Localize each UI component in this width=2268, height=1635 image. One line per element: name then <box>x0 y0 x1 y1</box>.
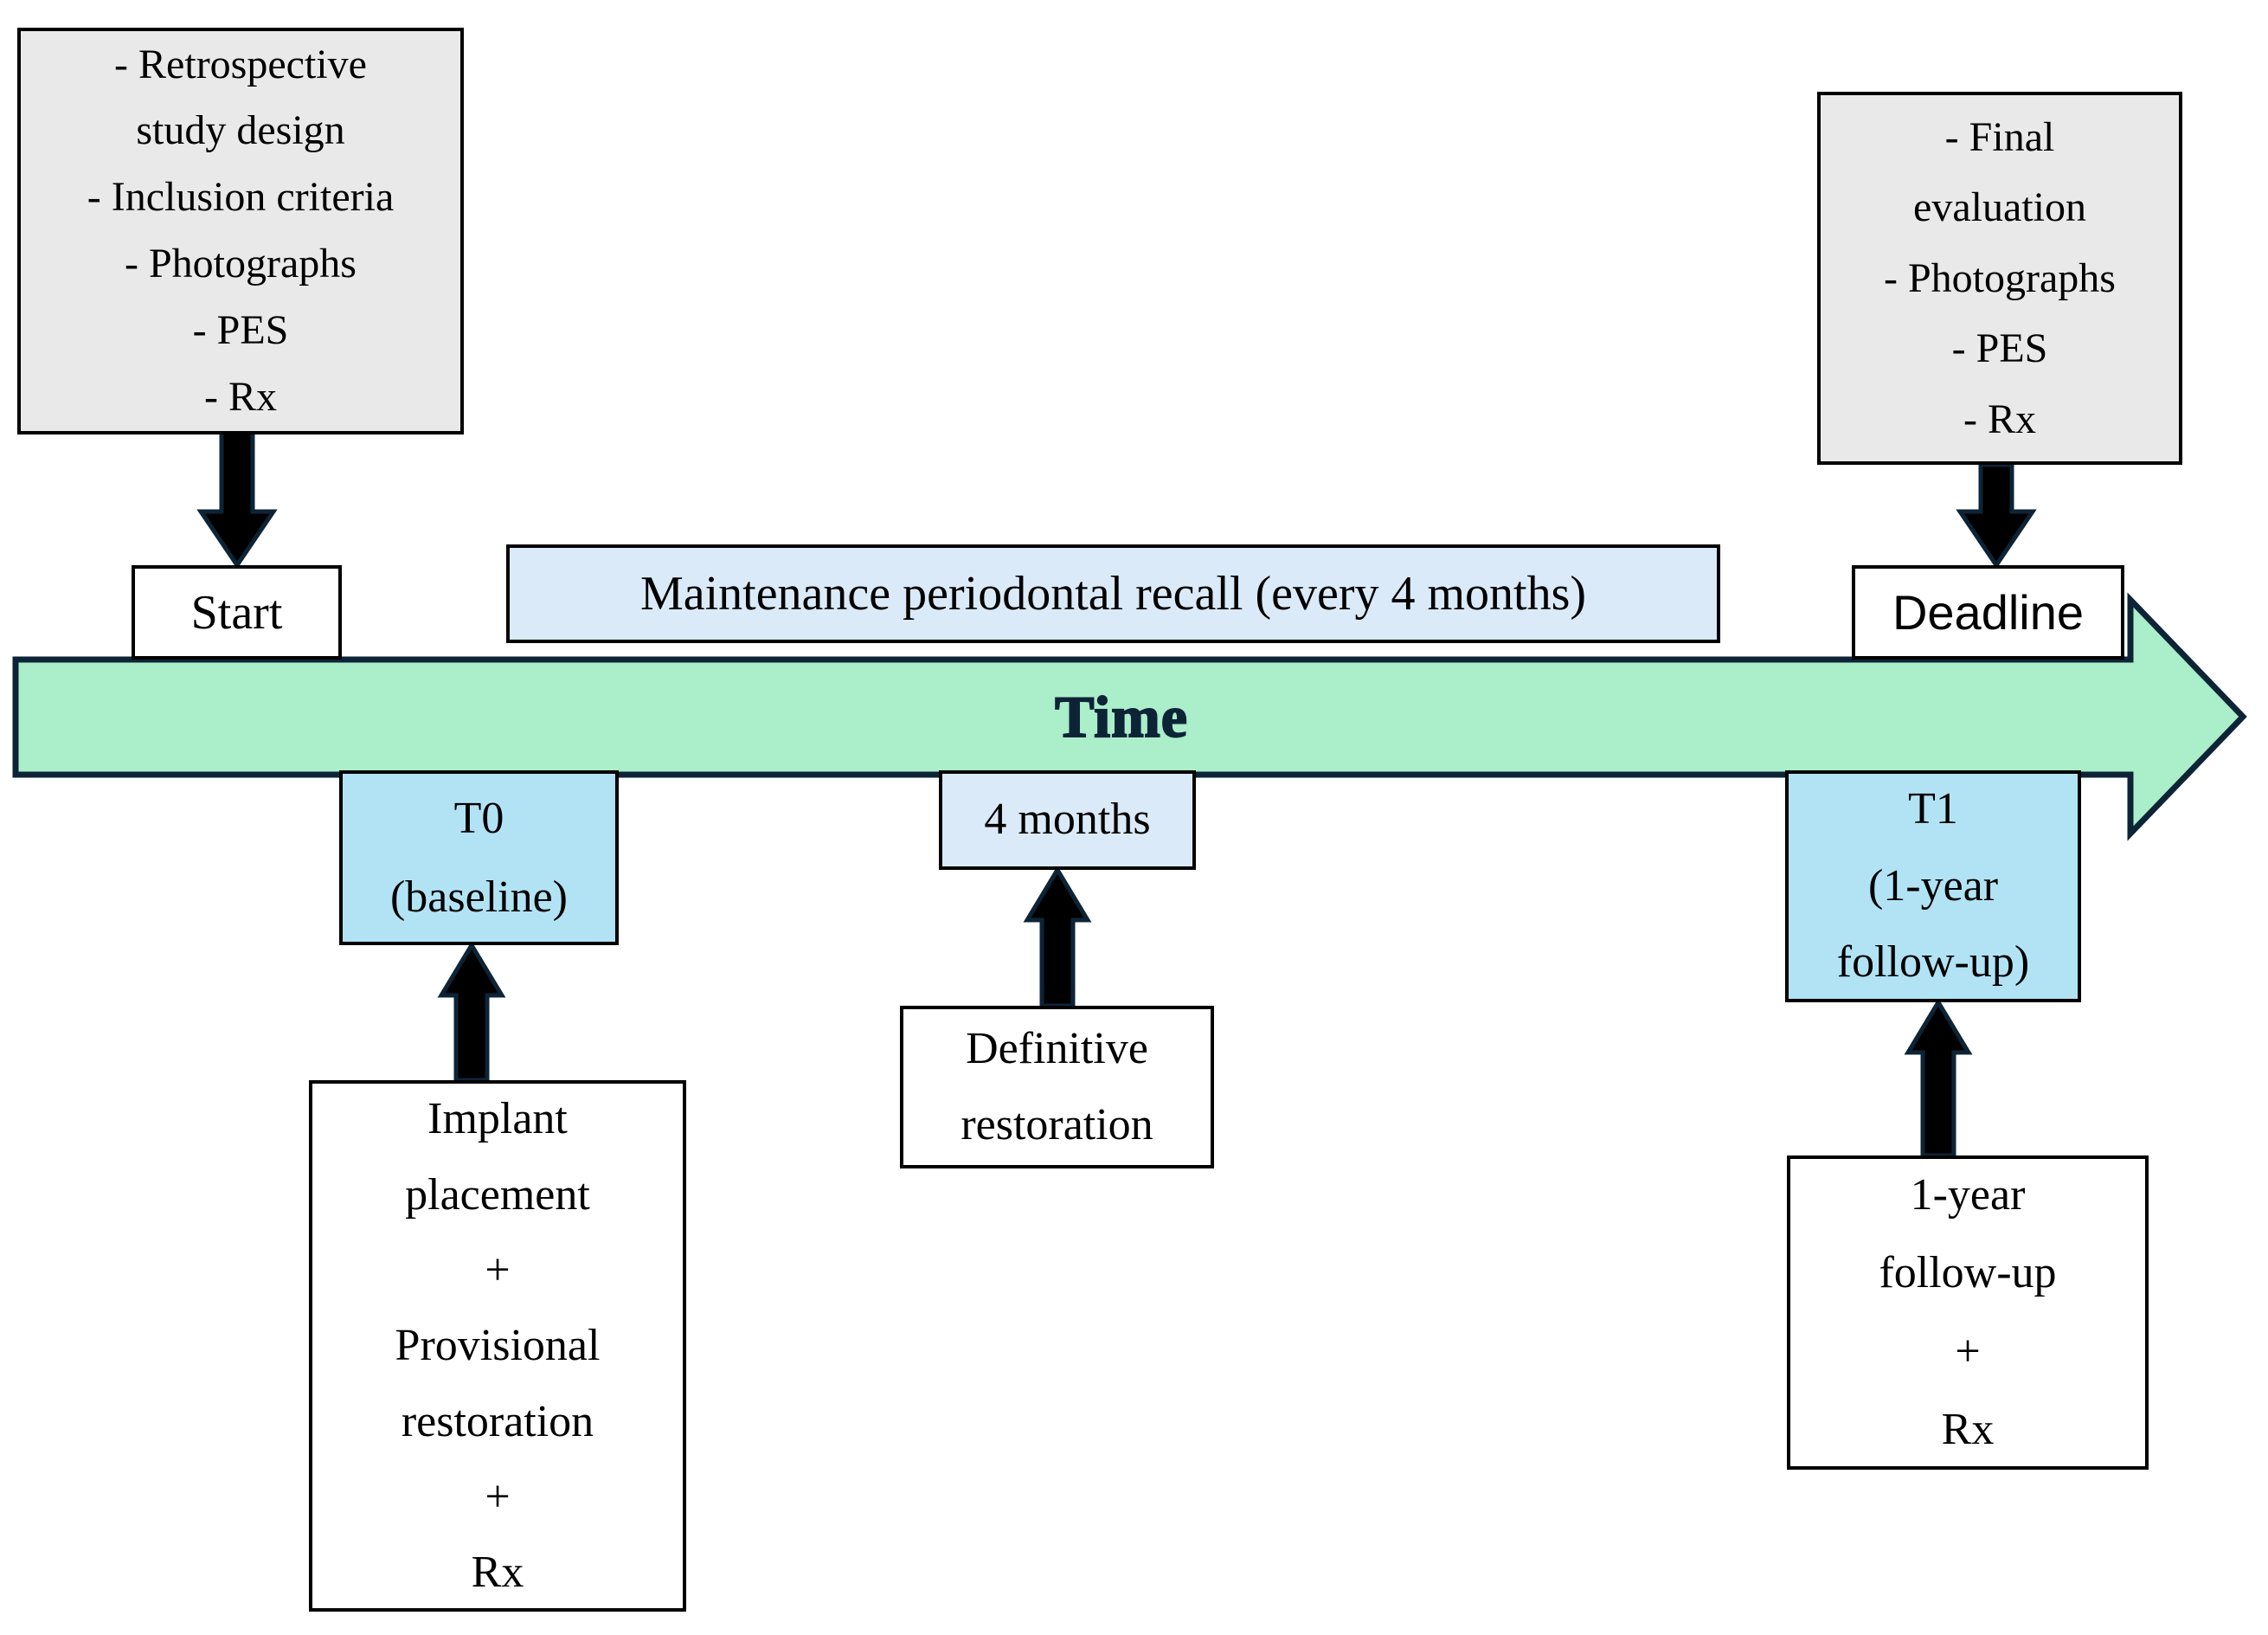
info-line: study design <box>136 107 345 154</box>
info-line: - Photographs <box>125 241 357 286</box>
implant-line: + <box>485 1472 511 1522</box>
info-line: - Photographs <box>1884 254 2116 301</box>
timeline-label: Time <box>1054 683 1188 750</box>
one-year-line: Rx <box>1941 1404 1995 1454</box>
implant-placement-box: Implant placement + Provisional restorat… <box>309 1080 686 1612</box>
info-line: - Rx <box>1963 396 2036 442</box>
final-evaluation-info-box: - Final evaluation - Photographs - PES -… <box>1817 92 2182 465</box>
four-months-box: 4 months <box>939 770 1196 870</box>
t0-line: T0 <box>453 794 504 843</box>
deadline-label: Deadline <box>1892 585 2085 640</box>
one-year-line: + <box>1955 1326 1981 1376</box>
retrospective-info-box: - Retrospective study design - Inclusion… <box>17 28 464 434</box>
info-line: - Inclusion criteria <box>87 174 395 221</box>
start-box: Start <box>132 565 342 660</box>
maintenance-label: Maintenance periodontal recall (every 4 … <box>639 567 1587 621</box>
t1-line: (1-year <box>1867 860 1999 911</box>
implant-line: Implant <box>427 1094 568 1144</box>
deadline-box: Deadline <box>1852 565 2124 660</box>
down-arrow-deadline <box>1956 462 2037 570</box>
info-line: - Retrospective <box>114 41 367 87</box>
implant-line: Rx <box>471 1548 524 1598</box>
t1-line: follow-up) <box>1836 937 2030 988</box>
info-line: - PES <box>1951 325 2048 372</box>
implant-line: + <box>485 1245 511 1295</box>
implant-line: placement <box>405 1169 590 1220</box>
info-line: evaluation <box>1913 184 2086 231</box>
one-year-line: 1-year <box>1910 1169 2026 1220</box>
start-label: Start <box>190 585 283 640</box>
down-arrow-start <box>196 428 278 570</box>
info-line: - Final <box>1944 113 2055 160</box>
maintenance-recall-box: Maintenance periodontal recall (every 4 … <box>506 544 1720 643</box>
info-line: - PES <box>192 306 289 353</box>
definitive-line: restoration <box>961 1100 1153 1149</box>
t0-baseline-box: T0 (baseline) <box>339 770 619 945</box>
definitive-line: Definitive <box>966 1023 1148 1073</box>
implant-line: Provisional <box>395 1321 601 1371</box>
up-arrow-t0 <box>437 941 506 1083</box>
t1-followup-box: T1 (1-year follow-up) <box>1785 770 2081 1002</box>
up-arrow-t1 <box>1904 998 1973 1158</box>
four-months-label: 4 months <box>984 795 1151 845</box>
up-arrow-4months <box>1023 866 1092 1008</box>
info-line: - Rx <box>204 373 277 420</box>
definitive-restoration-box: Definitive restoration <box>900 1006 1214 1168</box>
t0-line: (baseline) <box>389 872 568 922</box>
one-year-line: follow-up <box>1879 1248 2057 1298</box>
one-year-followup-box: 1-year follow-up + Rx <box>1787 1155 2149 1470</box>
implant-line: restoration <box>401 1396 594 1446</box>
t1-line: T1 <box>1908 784 1958 834</box>
